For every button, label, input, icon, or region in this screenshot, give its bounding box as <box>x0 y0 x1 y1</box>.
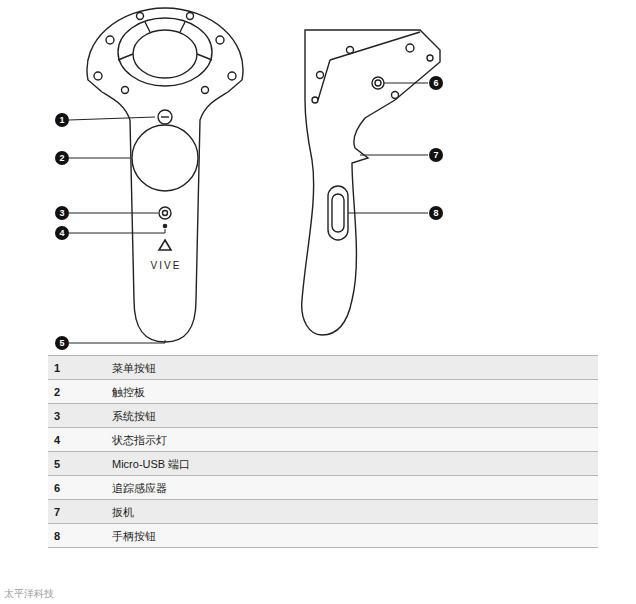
watermark: 太平洋科技 <box>4 587 54 601</box>
table-label: Micro-USB 端口 <box>112 457 190 472</box>
callout-number: 8 <box>429 206 443 220</box>
callout-number: 1 <box>55 113 69 127</box>
callout-number: 7 <box>429 148 443 162</box>
table-label: 菜单按钮 <box>112 361 156 376</box>
table-label: 手柄按钮 <box>112 529 156 544</box>
table-number: 6 <box>54 482 60 494</box>
callout-number: 4 <box>55 226 69 240</box>
table-label: 系统按钮 <box>112 409 156 424</box>
leader-lines <box>69 83 428 343</box>
table-number: 3 <box>54 410 60 422</box>
side-view <box>302 30 440 335</box>
callout-number: 6 <box>429 76 443 90</box>
table-number: 7 <box>54 506 60 518</box>
front-view <box>87 8 243 342</box>
table-number: 1 <box>54 362 60 374</box>
table-label: 触控板 <box>112 385 145 400</box>
table-label: 状态指示灯 <box>112 433 167 448</box>
table-label: 扳机 <box>112 505 134 520</box>
table-rows <box>48 356 598 548</box>
table-number: 2 <box>54 386 60 398</box>
table-number: 5 <box>54 458 60 470</box>
table-label: 追踪感应器 <box>112 481 167 496</box>
table-number: 8 <box>54 530 60 542</box>
table-number: 4 <box>54 434 60 446</box>
callout-number: 5 <box>55 336 69 350</box>
callout-number: 2 <box>55 151 69 165</box>
brand-logo-text: VIVE <box>151 260 182 271</box>
callout-number: 3 <box>55 206 69 220</box>
